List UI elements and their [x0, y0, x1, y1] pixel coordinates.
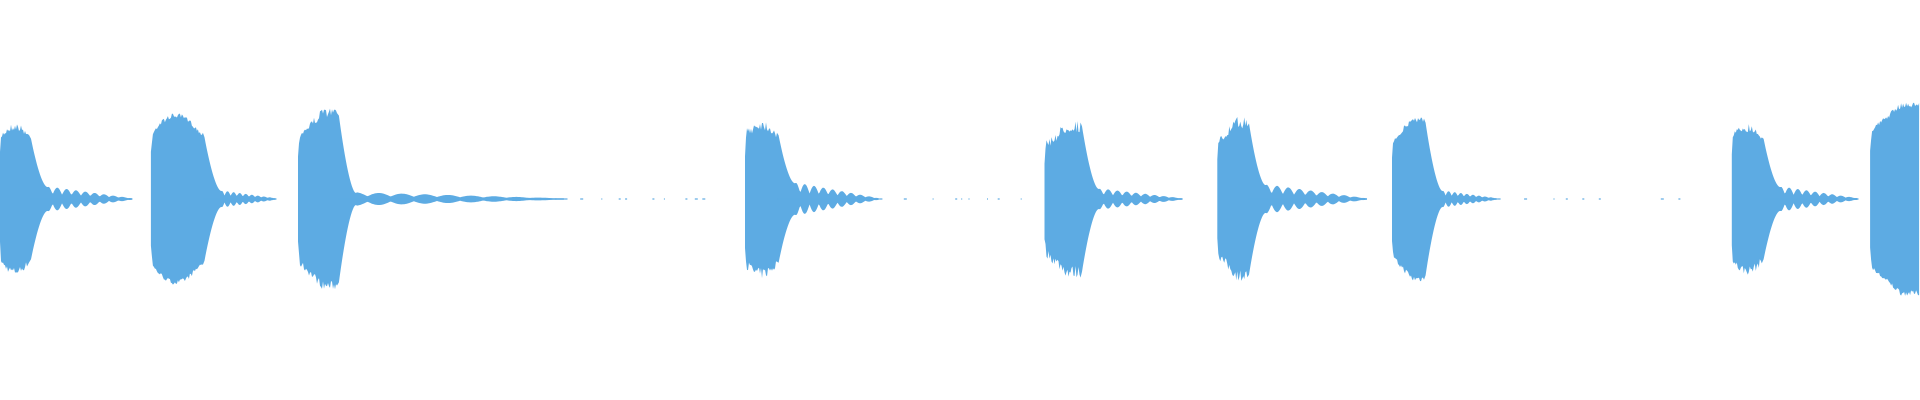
waveform-burst — [745, 122, 879, 279]
waveform-burst — [1870, 102, 1920, 296]
